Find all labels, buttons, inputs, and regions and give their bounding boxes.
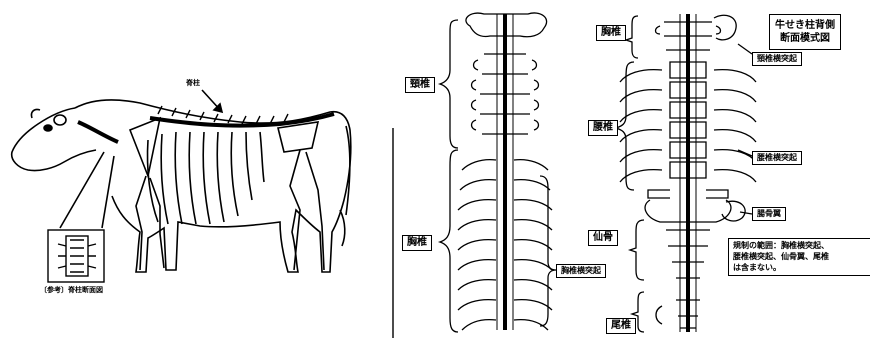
lumbar-transverse-label: 腰椎横突起 [752, 151, 802, 165]
thoracic-label-right: 胸椎 [596, 25, 626, 41]
right-spine-column [616, 14, 756, 332]
ilium-label: 腸骨翼 [752, 207, 786, 221]
caudal-label: 尾椎 [606, 318, 636, 334]
reference-label: 〔参考〕脊柱断面図 [40, 287, 103, 294]
title-line-1: 牛せき柱背側 [775, 19, 835, 32]
regulation-note: 規制の範囲：胸椎横突起、 腰椎横突起、仙骨翼、尾椎 は含まない。 [728, 238, 870, 276]
thoracic-transverse-label: 胸椎横突起 [556, 264, 606, 278]
note-line-1: 規制の範囲：胸椎横突起、 [733, 241, 867, 252]
left-spine-column [440, 13, 556, 332]
cervical-transverse-label: 頸椎横突起 [752, 52, 802, 66]
diagram-title: 牛せき柱背側 断面模式図 [769, 14, 841, 50]
inset-cross-section [48, 230, 104, 282]
title-line-2: 断面模式図 [775, 32, 835, 45]
cervical-label: 頸椎 [405, 77, 435, 93]
thoracic-label-left: 胸椎 [402, 235, 432, 251]
note-line-2: 腰椎横突起、仙骨翼、尾椎 [733, 252, 867, 263]
lumbar-label: 腰椎 [588, 120, 618, 136]
sacrum-label: 仙骨 [588, 230, 618, 246]
note-line-3: は含まない。 [733, 263, 867, 274]
spinal-column-label: 脊柱 [186, 80, 200, 87]
